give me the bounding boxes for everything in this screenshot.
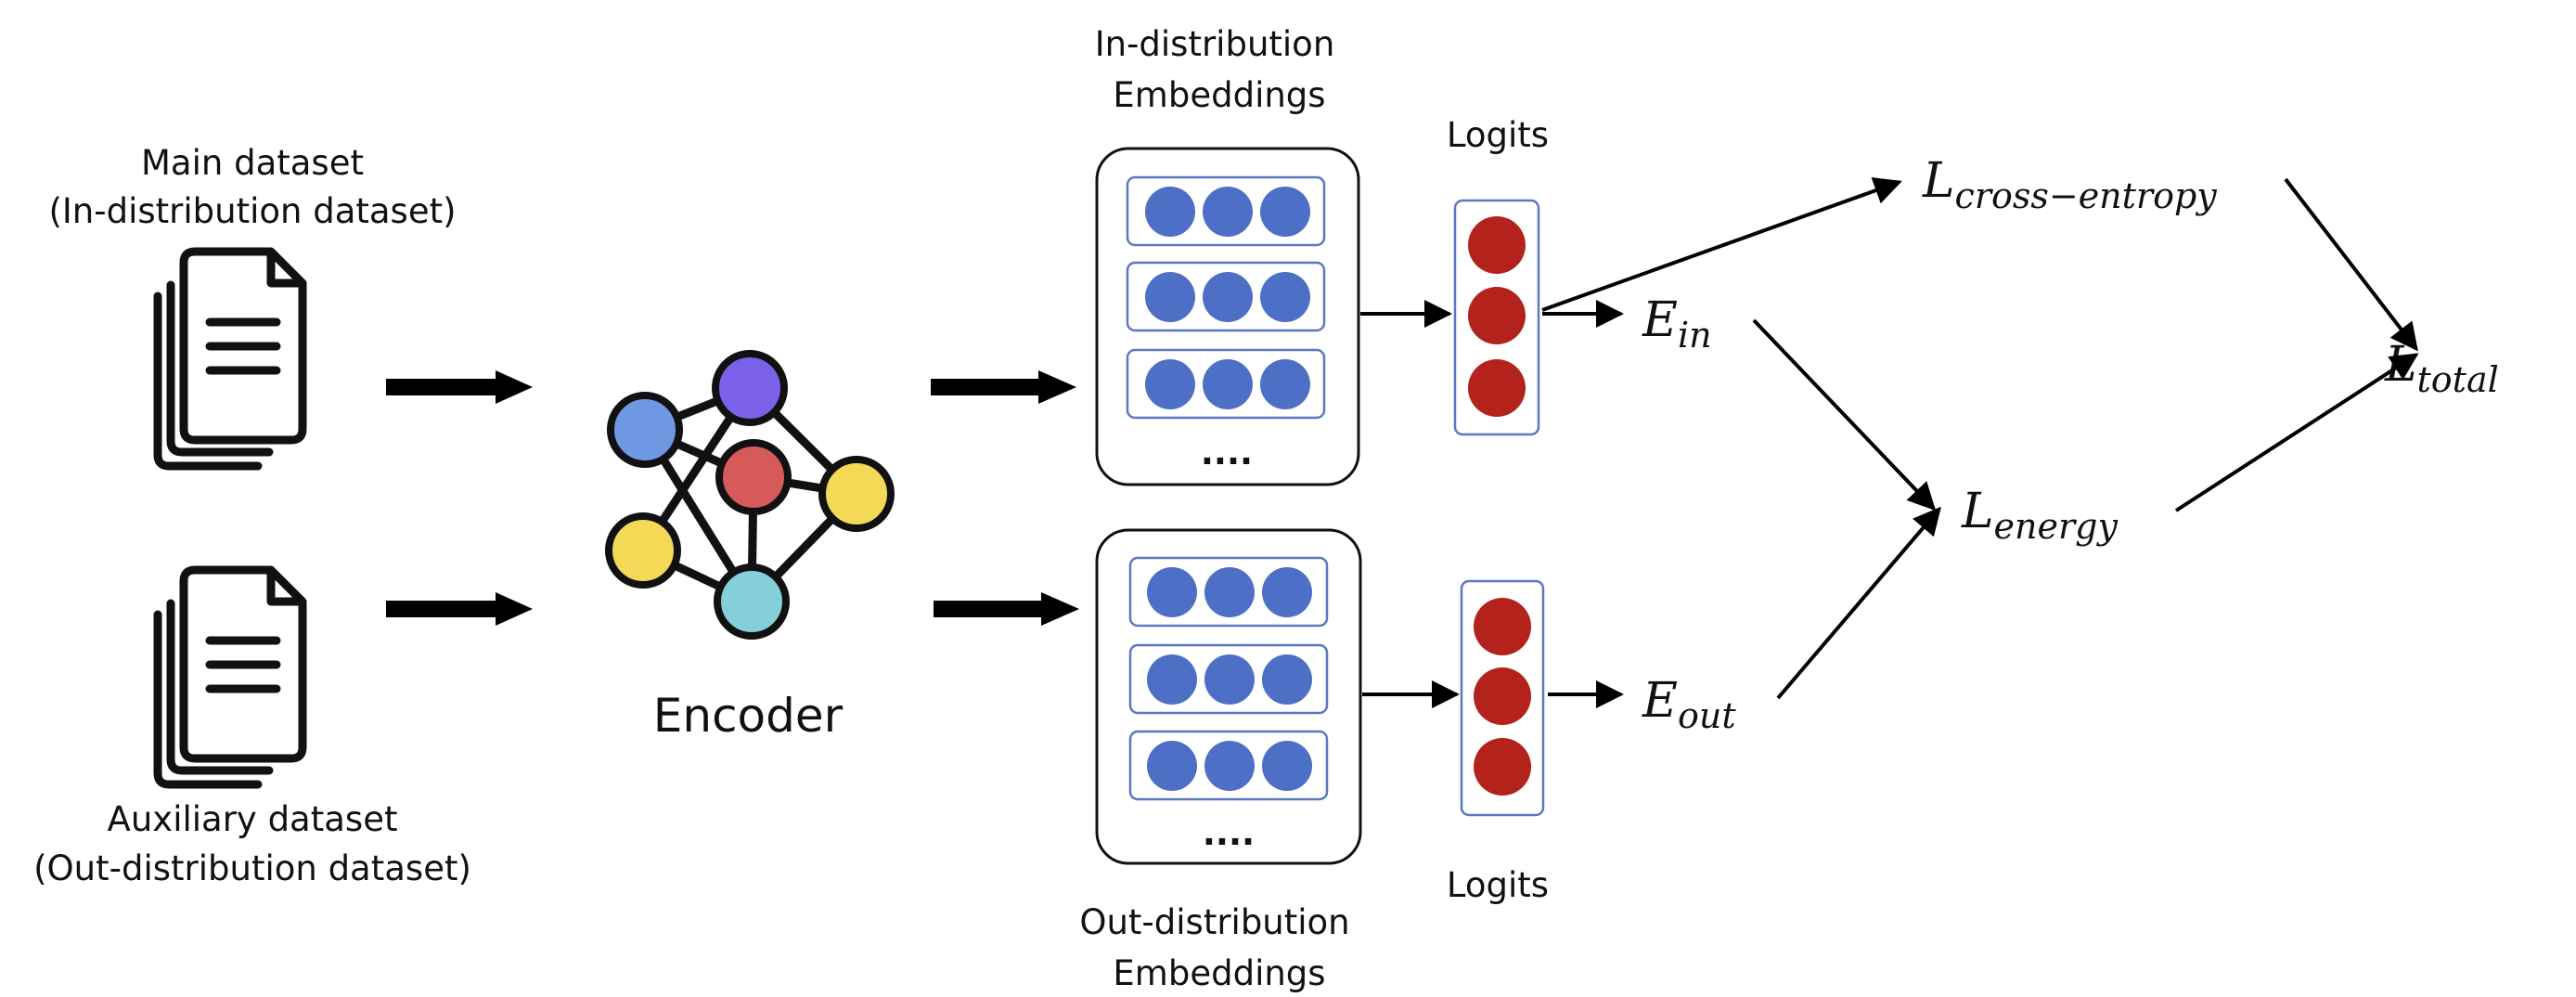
aux-dataset-document-icon <box>158 570 303 784</box>
arrow-aux-to-encoder <box>386 592 533 626</box>
out-embeddings-subtitle: Embeddings <box>1113 953 1325 993</box>
l-energy-term: Lenergy <box>1961 484 2118 547</box>
encoder-label: Encoder <box>653 689 844 743</box>
aux-dataset-subtitle: (Out-distribution dataset) <box>33 848 471 888</box>
encoder-node-2 <box>712 350 788 426</box>
main-dataset-document-icon <box>158 252 303 466</box>
logit-node <box>1468 216 1526 274</box>
logits-bottom-column <box>1460 579 1545 817</box>
main-dataset-subtitle: (In-distribution dataset) <box>48 191 456 231</box>
logits-top-label: Logits <box>1447 115 1549 155</box>
arrow-cross-entropy-to-total <box>2284 177 2418 352</box>
arrow-energy-to-total <box>2174 353 2419 512</box>
in-embedding-row <box>1126 261 1326 332</box>
in-embeddings-title: In-distribution <box>1095 24 1335 64</box>
encoder-node-1 <box>607 392 683 468</box>
logits-bottom-label: Logits <box>1447 865 1549 905</box>
aux-dataset-title: Auxiliary dataset <box>108 799 398 839</box>
l-total-term: Ltotal <box>2384 337 2499 400</box>
out-embeddings-ellipsis: .... <box>1203 813 1255 853</box>
arrow-encoder-to-in-embeddings <box>931 370 1076 404</box>
arrow-main-to-encoder <box>386 370 533 404</box>
l-cross-entropy-term: Lcross−entropy <box>1922 153 2217 216</box>
out-embedding-row <box>1128 556 1329 628</box>
in-embeddings-ellipsis: .... <box>1201 433 1253 473</box>
encoder-node-6 <box>714 563 790 640</box>
logit-node <box>1468 287 1526 344</box>
encoder-node-3 <box>715 439 792 515</box>
logits-top-column <box>1453 199 1540 436</box>
in-embedding-row <box>1126 175 1326 247</box>
arrow-e-in-to-energy <box>1752 318 1937 511</box>
logit-node <box>1474 738 1531 796</box>
encoder-node-4 <box>818 456 895 532</box>
in-embedding-row <box>1126 348 1326 420</box>
encoder-node-5 <box>605 512 681 589</box>
encoder-network-icon <box>605 350 895 640</box>
e-out-term: Eout <box>1642 673 1736 736</box>
logit-node <box>1474 667 1531 725</box>
in-embeddings-subtitle: Embeddings <box>1113 75 1325 115</box>
out-embeddings-box: .... <box>1095 528 1362 865</box>
arrow-encoder-to-out-embeddings <box>934 592 1079 626</box>
main-dataset-title: Main dataset <box>141 143 364 183</box>
e-in-term: Ein <box>1642 292 1712 356</box>
out-embeddings-title: Out-distribution <box>1079 902 1349 942</box>
logit-node <box>1474 598 1531 655</box>
out-embedding-row <box>1128 730 1329 801</box>
arrow-logits-to-cross-entropy <box>1541 176 1902 312</box>
out-embedding-row <box>1128 643 1329 715</box>
logit-node <box>1468 359 1526 417</box>
arrow-e-out-to-energy <box>1776 506 1941 700</box>
in-embeddings-box: .... <box>1095 147 1360 486</box>
